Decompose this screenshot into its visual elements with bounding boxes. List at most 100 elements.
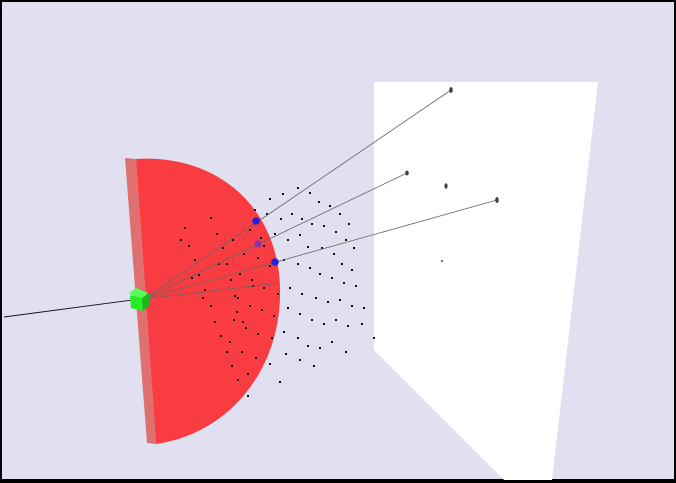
ray-3	[143, 199, 498, 300]
particle	[226, 263, 228, 265]
particle	[260, 237, 262, 239]
particle	[249, 305, 251, 307]
particle	[339, 299, 341, 301]
particle	[311, 319, 313, 321]
particle	[280, 218, 282, 220]
ray-2	[143, 172, 408, 300]
particle	[271, 337, 273, 339]
particle	[234, 295, 236, 297]
intersection-marker-2[interactable]	[254, 240, 262, 248]
particle	[299, 359, 301, 361]
particle	[299, 234, 301, 236]
particle	[351, 305, 353, 307]
particle	[214, 321, 216, 323]
particle	[345, 351, 347, 353]
particle	[373, 337, 375, 339]
particle	[261, 309, 263, 311]
particle	[251, 279, 253, 281]
particle	[230, 279, 232, 281]
light-source[interactable]	[129, 288, 150, 311]
intersection-marker-1[interactable]	[252, 217, 260, 225]
particle	[355, 285, 357, 287]
particle	[315, 297, 317, 299]
particle	[210, 217, 212, 219]
particle	[333, 253, 335, 255]
particle	[273, 315, 275, 317]
particle	[319, 273, 321, 275]
particle	[348, 223, 350, 225]
particle	[233, 319, 235, 321]
particle	[198, 274, 200, 276]
particle	[297, 187, 299, 189]
particle	[231, 365, 233, 367]
particle	[194, 259, 196, 261]
particle	[335, 319, 337, 321]
particle	[255, 357, 257, 359]
particle	[266, 213, 268, 215]
particle	[285, 353, 287, 355]
particle	[222, 247, 224, 249]
particle	[263, 245, 265, 247]
particle	[254, 209, 256, 211]
particle	[319, 347, 321, 349]
particle	[202, 297, 204, 299]
ray-end-3	[495, 197, 499, 203]
particle	[361, 323, 363, 325]
particle	[239, 273, 241, 275]
particle	[289, 287, 291, 289]
particle	[237, 379, 239, 381]
particle	[341, 263, 343, 265]
particle	[218, 263, 220, 265]
particle	[283, 331, 285, 333]
particle	[301, 218, 303, 220]
particle	[351, 269, 353, 271]
particle	[282, 193, 284, 195]
particle	[353, 247, 355, 249]
ray-end-2	[405, 170, 409, 176]
particle	[274, 233, 276, 235]
intersection-marker-3[interactable]	[271, 258, 279, 266]
particle	[249, 229, 251, 231]
particle	[242, 321, 244, 323]
particle	[297, 337, 299, 339]
particle	[339, 213, 341, 215]
particle	[309, 267, 311, 269]
particle	[287, 239, 289, 241]
particle	[210, 305, 212, 307]
particle	[243, 253, 245, 255]
particle	[331, 341, 333, 343]
particle	[309, 192, 311, 194]
particle	[343, 282, 345, 284]
particle	[237, 297, 239, 299]
particle	[245, 327, 247, 329]
particle	[204, 289, 206, 291]
particle	[191, 277, 193, 279]
particle	[257, 257, 259, 259]
particle	[299, 313, 301, 315]
particle	[331, 277, 333, 279]
particle	[188, 245, 190, 247]
particle	[287, 307, 289, 309]
particle	[335, 231, 337, 233]
ray-end-1	[449, 87, 453, 93]
particle	[313, 365, 315, 367]
particle-cloud	[180, 187, 375, 397]
particle	[321, 247, 323, 249]
particle	[247, 395, 249, 397]
particle	[263, 287, 265, 289]
particle	[226, 351, 228, 353]
particle	[247, 373, 249, 375]
particle	[318, 201, 320, 203]
particle	[307, 246, 309, 248]
particle	[269, 265, 271, 267]
particle	[216, 233, 218, 235]
particle	[269, 363, 271, 365]
particle	[269, 198, 271, 200]
ray-4	[143, 282, 280, 300]
particle	[257, 333, 259, 335]
particle	[323, 225, 325, 227]
particle	[329, 205, 331, 207]
particle	[301, 293, 303, 295]
